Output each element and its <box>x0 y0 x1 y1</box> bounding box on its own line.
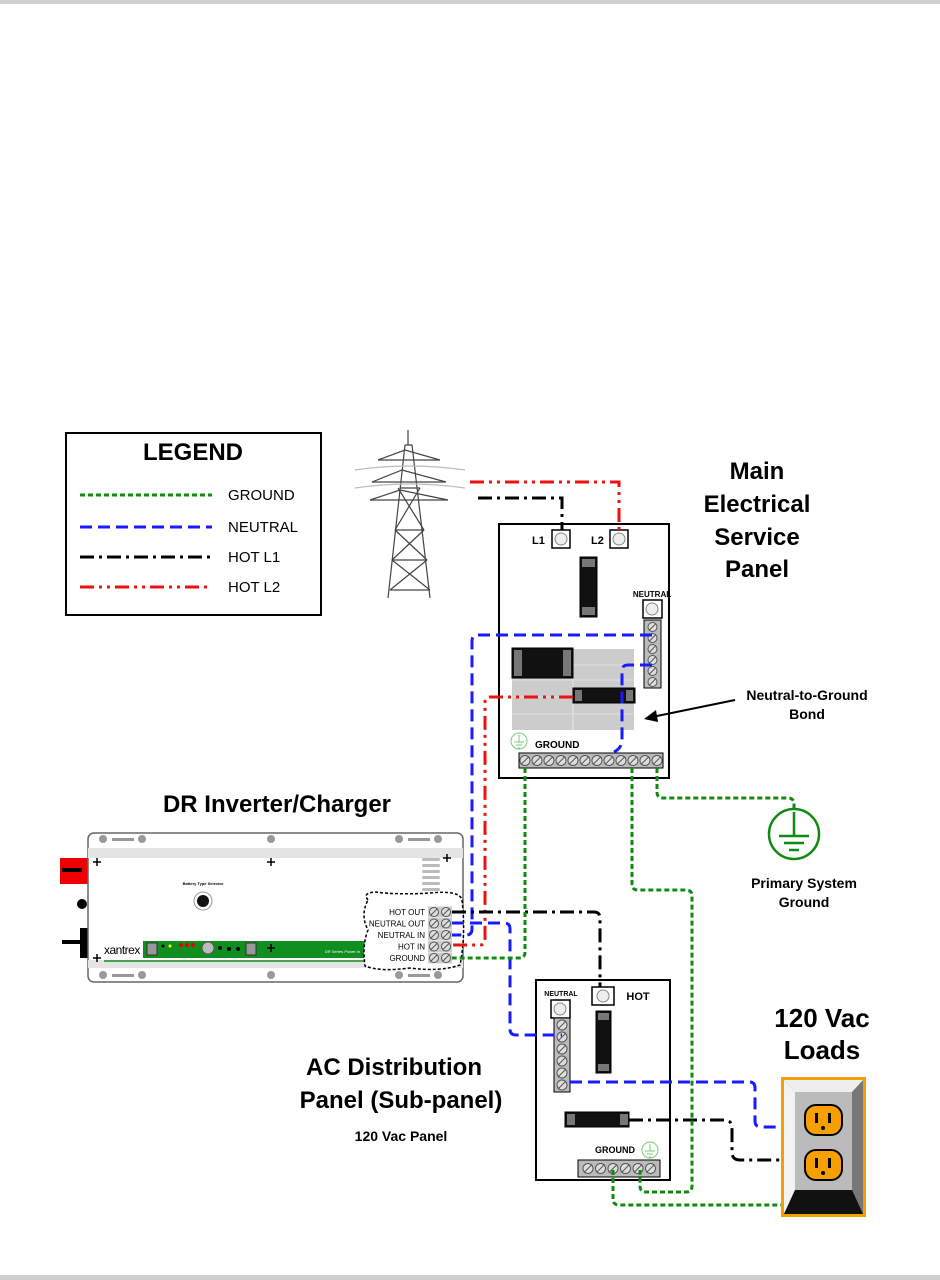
brand-logo: xantrex <box>104 943 140 957</box>
battery-type-dial[interactable] <box>197 895 209 907</box>
outlet-icon <box>781 1077 866 1217</box>
main-panel-title: Main Electrical Service Panel <box>704 458 811 583</box>
title-line: Main <box>730 458 785 485</box>
inverter-breaker <box>572 687 636 704</box>
loads-title: 120 Vac <box>774 1003 869 1033</box>
sub-panel-ground-wire <box>630 768 694 1194</box>
ground-label: GROUND <box>535 740 579 751</box>
sub-hot-label: HOT <box>626 991 650 1003</box>
legend: LEGEND GROUND NEUTRAL HOT L1 HOT L2 <box>65 432 322 616</box>
system-ground-label: Primary System <box>751 875 857 891</box>
neutral-label: NEUTRAL <box>633 590 671 599</box>
load-ground-wire <box>611 1170 781 1207</box>
legend-label: NEUTRAL <box>228 519 298 536</box>
hot-out-wire <box>452 910 602 987</box>
inverter-title: DR Inverter/Charger <box>163 791 391 818</box>
inverter-terminal-label: HOT OUT <box>389 908 425 917</box>
system-ground-label: Ground <box>779 894 830 910</box>
neutral-in-wire <box>452 633 652 937</box>
title-line: Service <box>714 524 799 551</box>
wiring <box>452 480 796 1207</box>
title-line: Electrical <box>704 491 811 518</box>
sub-panel-title: Panel (Sub-panel) <box>300 1087 503 1114</box>
neutral-ground-bond-wire <box>613 663 652 754</box>
arrow-icon <box>644 699 736 722</box>
ground-symbol-icon <box>510 732 528 750</box>
l2-label: L2 <box>591 535 604 547</box>
bond-label: Neutral-to-Ground <box>746 687 867 703</box>
earth-ground-icon <box>767 807 821 861</box>
inverter-terminal-label: GROUND <box>389 954 425 963</box>
inverter-terminal-label: NEUTRAL OUT <box>369 920 425 929</box>
sub-main-breaker <box>595 1010 612 1074</box>
transmission-tower-icon <box>354 430 466 599</box>
l1-label: L1 <box>532 535 545 547</box>
inverter-charger: xantrex Battery Type Selector DR Series … <box>60 832 465 983</box>
sub-panel-subtitle: 120 Vac Panel <box>355 1128 448 1144</box>
title-line: Panel <box>725 556 789 583</box>
neutral-out-wire <box>452 921 562 1037</box>
load-hot-wire <box>629 1118 781 1162</box>
double-breaker <box>511 647 574 679</box>
hot-in-wire <box>452 695 573 947</box>
inverter-ground-wire <box>452 768 527 960</box>
top-rule <box>0 0 940 4</box>
loads-title: Loads <box>784 1035 861 1065</box>
inverter-terminal-label: NEUTRAL IN <box>378 931 425 940</box>
ground-bus-bar <box>518 752 664 769</box>
legend-label: HOT L2 <box>228 579 280 596</box>
bond-label: Bond <box>789 706 825 722</box>
series-label: DR Series Power In <box>325 949 361 954</box>
sub-ground-label: GROUND <box>595 1145 635 1155</box>
utility-hot-l2-wire <box>470 480 621 530</box>
ground-symbol-icon <box>641 1141 659 1159</box>
utility-hot-l1-wire <box>478 496 564 530</box>
sub-neutral-label: NEUTRAL <box>544 991 578 998</box>
legend-label: GROUND <box>228 487 295 504</box>
legend-label: HOT L1 <box>228 549 280 566</box>
legend-title: LEGEND <box>143 439 243 466</box>
sub-panel: NEUTRAL HOT GROUND <box>535 979 671 1181</box>
inverter-terminal-label: HOT IN <box>398 943 425 952</box>
system-ground-wire <box>655 768 796 810</box>
load-neutral-wire <box>570 1080 781 1129</box>
battery-selector-label: Battery Type Selector <box>183 881 224 886</box>
main-breaker <box>579 556 598 618</box>
bottom-rule <box>0 1275 940 1280</box>
main-service-panel: L1 L2 NEUTRAL GROUND <box>498 523 671 779</box>
sub-panel-title: AC Distribution <box>306 1054 482 1081</box>
